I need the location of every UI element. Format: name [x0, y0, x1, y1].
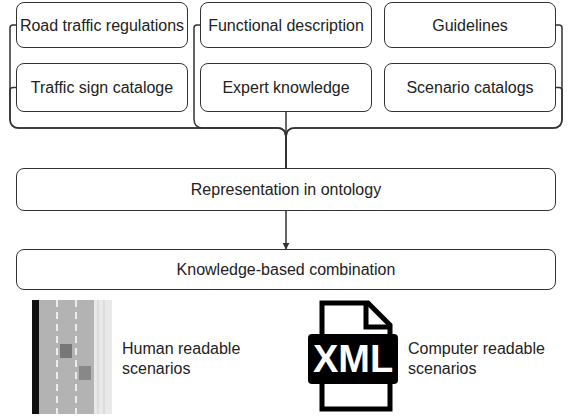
source-box: Functional description [200, 2, 372, 48]
xml-file-icon [308, 303, 398, 409]
box-text: Scenario catalogs [406, 78, 533, 97]
caption-text: Human readable scenarios [122, 339, 262, 379]
source-box: Guidelines [384, 2, 556, 48]
road-shoulder [32, 300, 112, 414]
box-text: Functional description [208, 16, 364, 35]
vehicle [79, 366, 91, 380]
lane-marking [56, 300, 58, 414]
source-box: Traffic sign cataloge [16, 63, 188, 112]
box-text: Knowledge-based combination [177, 260, 396, 279]
road-illustration [32, 300, 112, 414]
box-text: Guidelines [432, 16, 508, 35]
box-text: Road traffic regulations [20, 16, 184, 35]
file-fold [366, 303, 390, 327]
source-box: Scenario catalogs [384, 63, 556, 112]
file-band [308, 334, 398, 384]
shoulder-line [98, 300, 99, 414]
file-type-text: XML [308, 337, 398, 381]
box-text: Expert knowledge [222, 78, 349, 97]
source-box: Expert knowledge [200, 63, 372, 112]
lane-marking [75, 300, 77, 414]
box-text: Representation in ontology [191, 180, 381, 199]
process-box: Representation in ontology [16, 168, 556, 211]
flow-arrow [285, 211, 287, 249]
vehicle [60, 344, 72, 358]
road-surface [39, 300, 94, 414]
box-text: Traffic sign cataloge [31, 78, 173, 97]
source-box: Road traffic regulations [16, 2, 188, 48]
caption-text: Computer readable scenarios [408, 339, 558, 379]
road-edge [32, 300, 39, 414]
shoulder-line [104, 300, 105, 414]
process-box: Knowledge-based combination [16, 249, 556, 290]
